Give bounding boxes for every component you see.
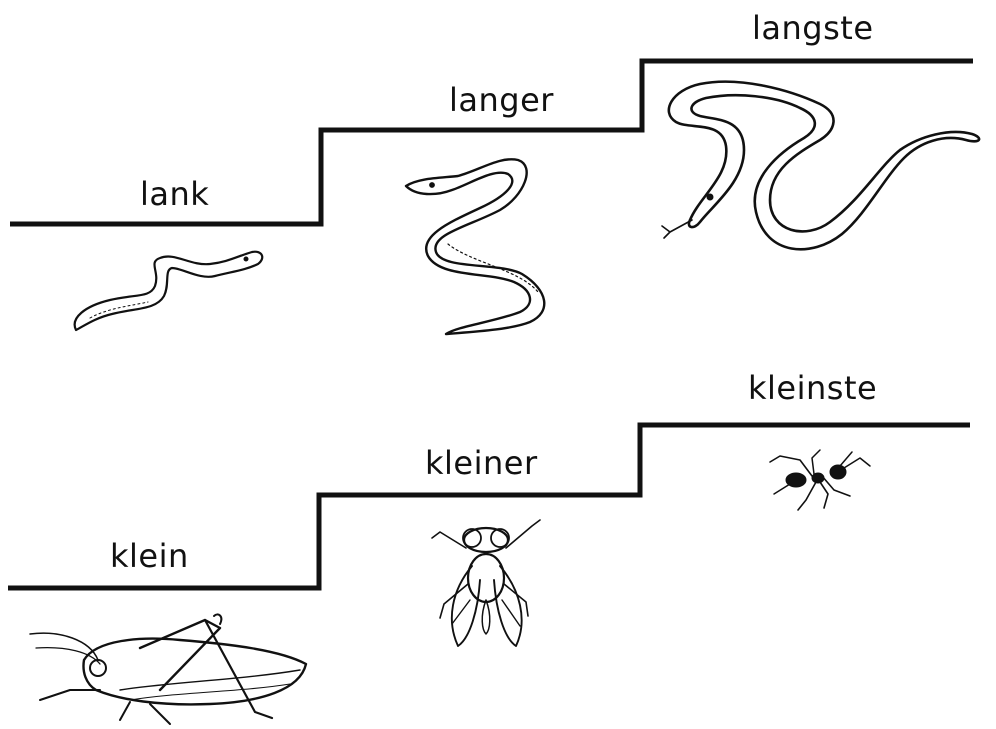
label-lank: lank [140,175,210,213]
staircase-length [10,58,973,227]
fly-icon [431,519,541,647]
large-snake-icon [661,80,981,251]
small-snake-icon [73,250,264,332]
staircase-size [8,422,970,591]
medium-snake-icon [404,158,546,336]
label-langste: langste [752,9,874,47]
label-klein: klein [110,537,189,575]
grasshopper-icon [29,613,308,725]
label-kleinste: kleinste [748,369,878,407]
label-kleiner: kleiner [425,444,538,482]
ant-icon [769,449,871,511]
label-langer: langer [449,81,554,119]
